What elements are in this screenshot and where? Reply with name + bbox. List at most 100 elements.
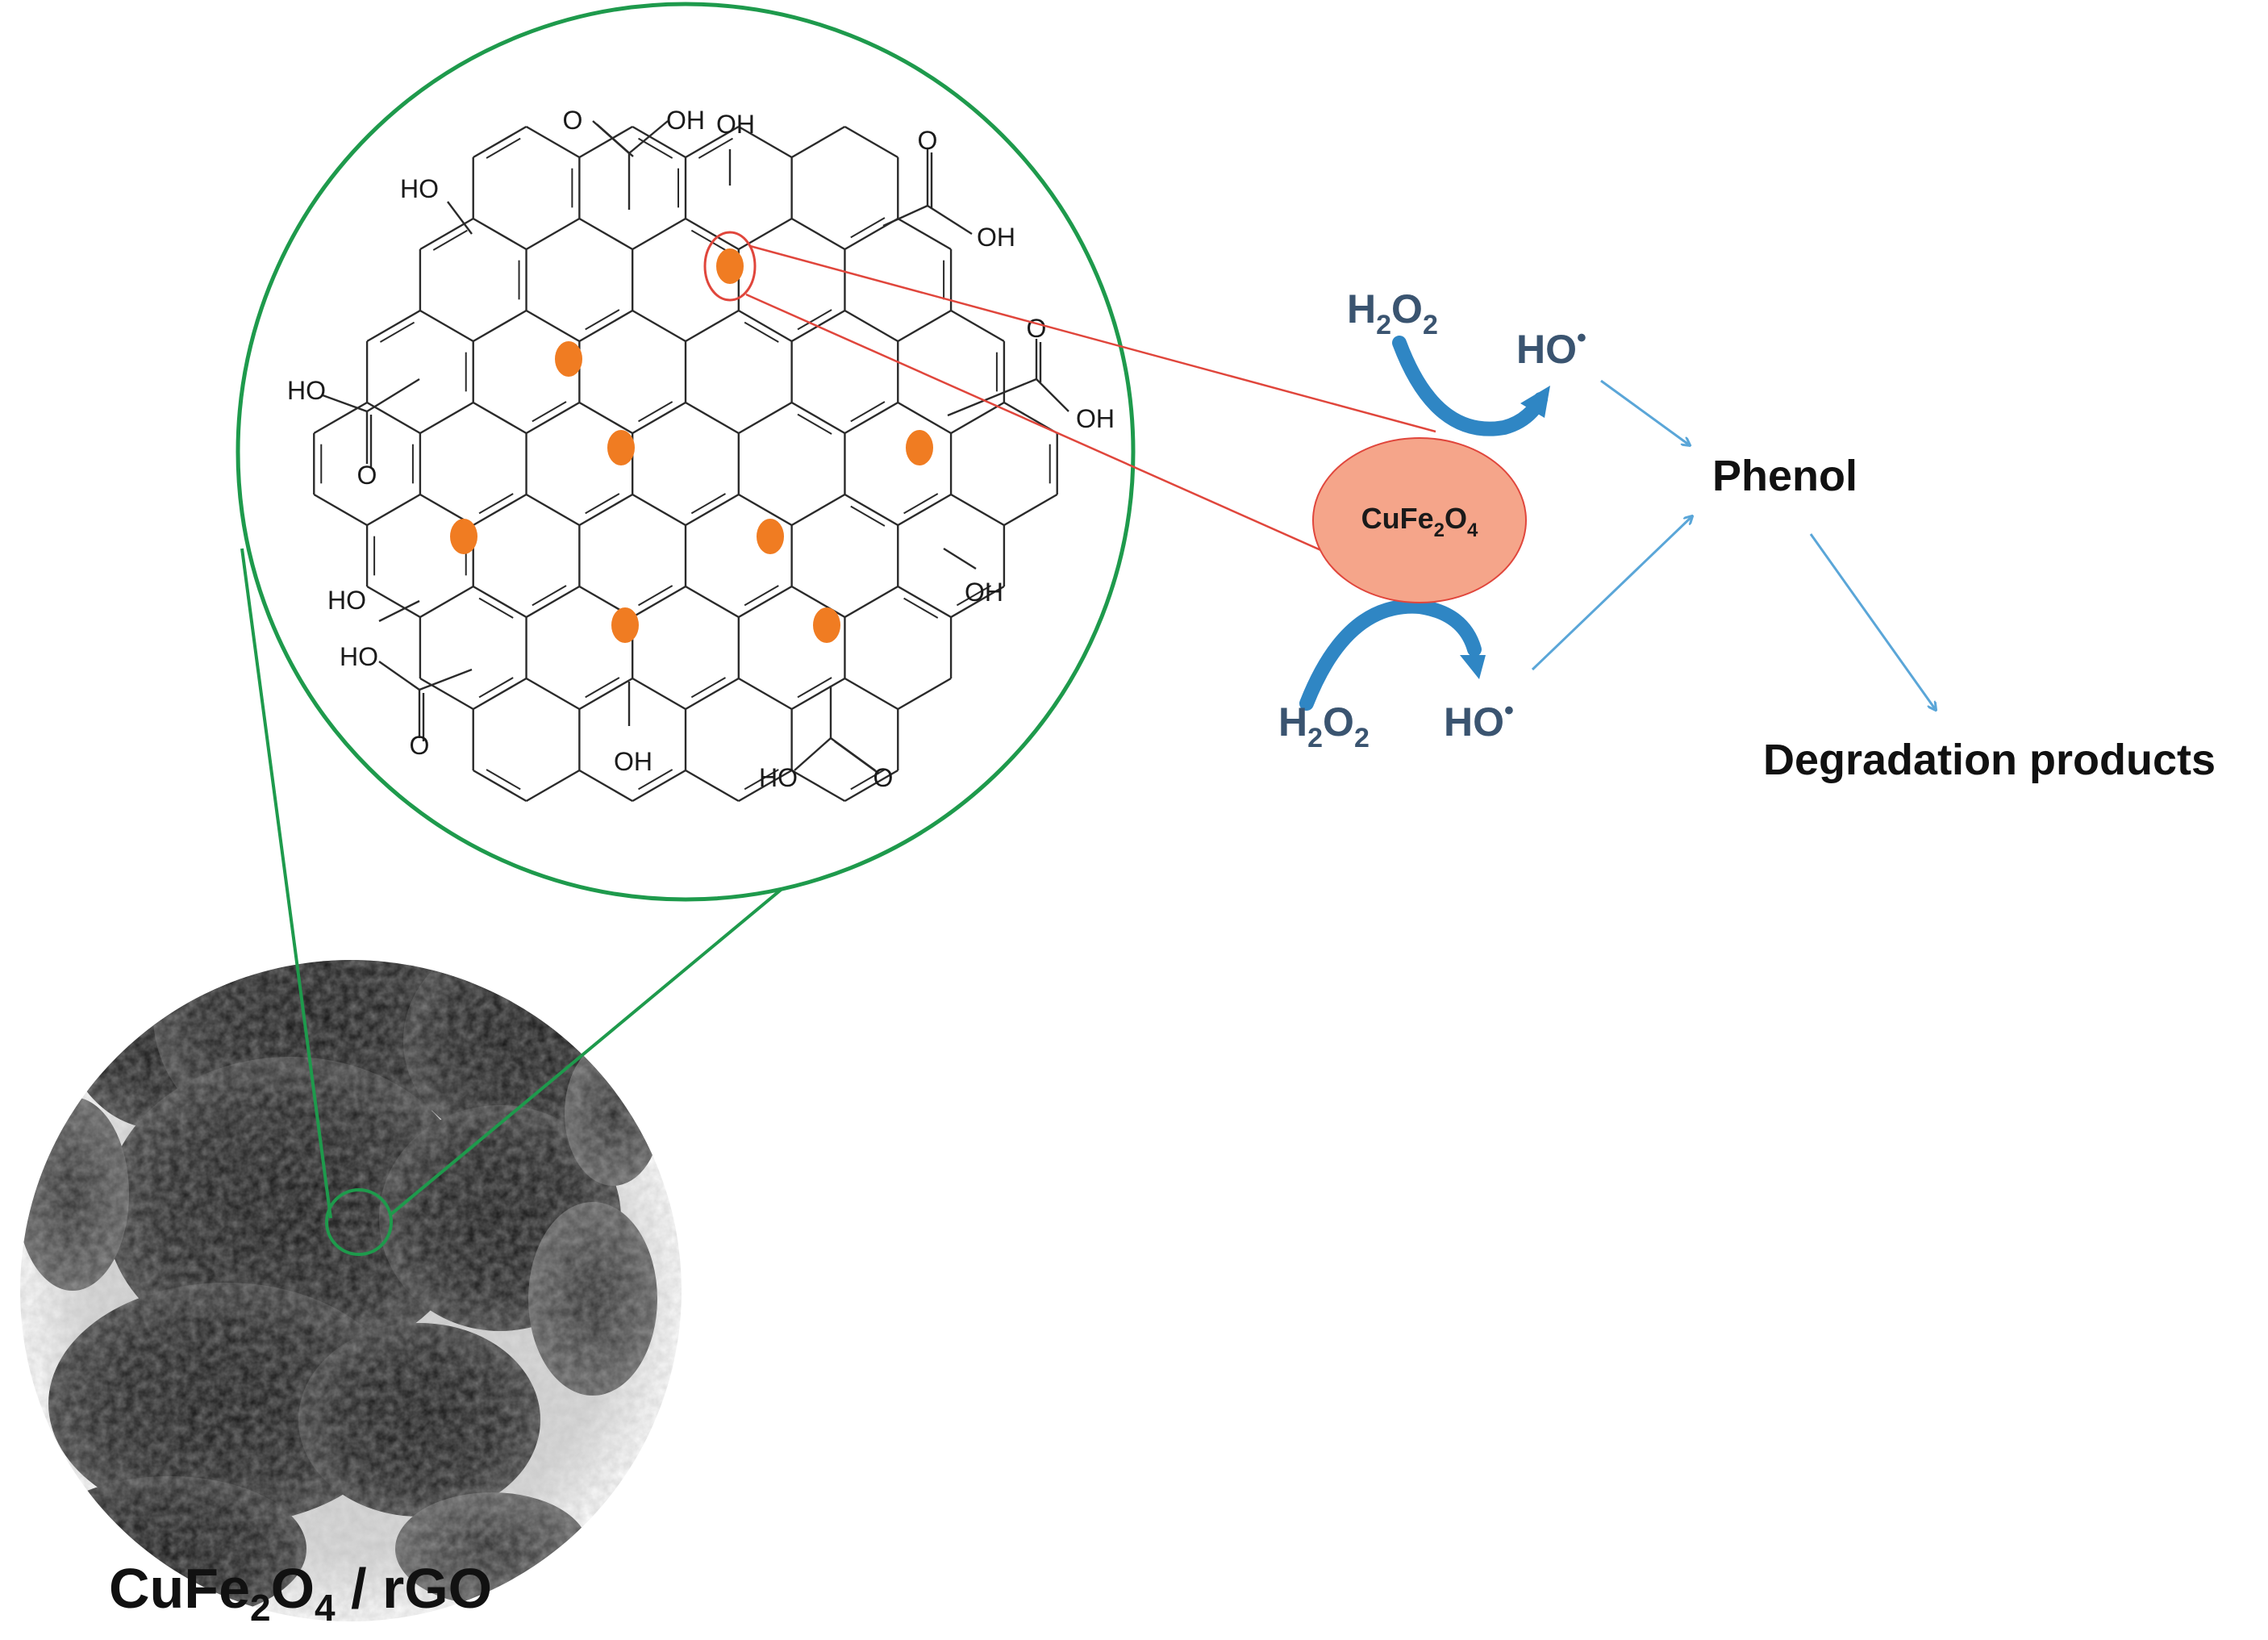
- nanoparticle-dot: [611, 607, 639, 643]
- lattice-bond: [791, 217, 846, 251]
- lattice-bond: [419, 585, 474, 619]
- functional-group-label: O: [1027, 314, 1047, 343]
- cufe2o4-particle: [1312, 437, 1527, 603]
- lattice-double-bond: [690, 229, 726, 251]
- ho-radical-top-label: HO•: [1516, 323, 1586, 372]
- lattice-bond: [685, 493, 740, 527]
- lattice-double-bond: [797, 309, 832, 331]
- functional-group-label: O: [410, 731, 430, 760]
- lattice-bond: [419, 309, 474, 343]
- bottom-arrowhead: [1460, 655, 1486, 679]
- lattice-double-bond: [585, 309, 620, 331]
- lattice-double-bond: [638, 401, 673, 423]
- h2o2-bottom-label: H2O2: [1278, 699, 1370, 753]
- lattice-bond: [366, 309, 421, 343]
- lattice-bond: [738, 769, 793, 803]
- lattice-bond: [685, 769, 740, 803]
- phenol-to-products-arrow: [1809, 533, 1936, 710]
- lattice-bond: [525, 309, 580, 343]
- functional-group-label: O: [563, 106, 583, 135]
- lattice-bond: [366, 585, 421, 619]
- lattice-bond: [632, 585, 686, 619]
- lattice-double-bond: [432, 229, 468, 251]
- lattice-bond: [632, 217, 686, 251]
- lattice-double-bond: [532, 401, 567, 423]
- degradation-products-label: Degradation products: [1763, 736, 2216, 784]
- group-bond: [378, 599, 420, 623]
- bottom-curved-arrow: [1299, 599, 1482, 711]
- lattice-bond: [366, 401, 421, 435]
- lattice-double-bond: [638, 585, 673, 607]
- nanoparticle-dot: [813, 607, 840, 643]
- lattice-bond: [473, 217, 527, 251]
- functional-group-label: OH: [1076, 404, 1115, 433]
- lattice-double-bond: [903, 597, 939, 619]
- group-bond: [366, 378, 420, 413]
- lattice-bond: [897, 585, 952, 619]
- lattice-bond: [950, 309, 1005, 343]
- lattice-bond: [685, 309, 740, 343]
- lattice-double-bond: [698, 137, 733, 159]
- lattice-bond: [366, 493, 421, 527]
- lattice-bond: [791, 677, 846, 711]
- lattice-bond: [473, 769, 527, 803]
- group-bond: [947, 378, 1037, 417]
- lattice-bond: [525, 217, 580, 251]
- lattice-bond: [525, 125, 580, 159]
- functional-group-label: OH: [716, 110, 755, 139]
- lattice-bond: [897, 493, 952, 527]
- lattice-double-bond: [638, 769, 673, 791]
- radical-to-phenol-arrow-bottom: [1531, 516, 1692, 671]
- group-bond: [794, 737, 832, 771]
- phenol-label: Phenol: [1712, 452, 1857, 500]
- lattice-bond: [897, 677, 952, 711]
- functional-group-label: HO: [287, 376, 326, 405]
- lattice-double-bond: [478, 597, 514, 619]
- lattice-bond: [1003, 493, 1058, 527]
- lattice-bond: [313, 493, 368, 527]
- lattice-double-bond: [850, 401, 886, 423]
- nanoparticle-dot: [716, 248, 744, 284]
- lattice-bond: [578, 125, 633, 159]
- group-bond: [419, 668, 473, 691]
- lattice-double-bond: [532, 585, 567, 607]
- nanoparticle-dot: [757, 519, 784, 554]
- lattice-bond: [844, 401, 898, 435]
- group-bond: [447, 201, 473, 235]
- lattice-double-bond: [797, 677, 832, 699]
- reaction-scheme: CuFe2O4 H2O2 HO• H2O2 HO• Phenol Degrada…: [1278, 286, 2216, 784]
- composite-caption: CuFe2O4 / rGO: [109, 1557, 492, 1629]
- lattice-bond: [897, 217, 952, 251]
- lattice-double-bond: [379, 321, 415, 343]
- lattice-bond: [791, 769, 846, 803]
- lattice-bond: [738, 493, 793, 527]
- group-bond: [1036, 378, 1069, 412]
- lattice-bond: [685, 125, 740, 159]
- lattice-double-bond: [486, 769, 521, 791]
- lattice-bond: [525, 677, 580, 711]
- nanoparticle-dot: [450, 519, 477, 554]
- group-bond: [882, 204, 928, 227]
- radical-to-phenol-arrow-top: [1600, 379, 1690, 445]
- lattice-bond: [473, 125, 527, 159]
- group-bond: [628, 120, 669, 154]
- functional-group-label: O: [918, 126, 938, 155]
- nanoparticle-dot: [555, 341, 582, 377]
- tem-micrograph: [20, 960, 682, 1621]
- lattice-double-bond: [956, 585, 992, 607]
- lattice-bond: [791, 125, 846, 159]
- functional-group-label: HO: [340, 642, 378, 671]
- lattice-bond: [578, 401, 633, 435]
- functional-group-label: HO: [327, 586, 366, 615]
- group-bond: [927, 204, 973, 236]
- functional-group-label: O: [357, 461, 377, 490]
- lattice-bond: [897, 309, 952, 343]
- lattice-bond: [473, 677, 527, 711]
- lattice-bond: [525, 401, 580, 435]
- group-bond: [596, 123, 634, 157]
- lattice-bond: [473, 401, 527, 435]
- lattice-double-bond: [690, 493, 726, 515]
- lattice-bond: [525, 493, 580, 527]
